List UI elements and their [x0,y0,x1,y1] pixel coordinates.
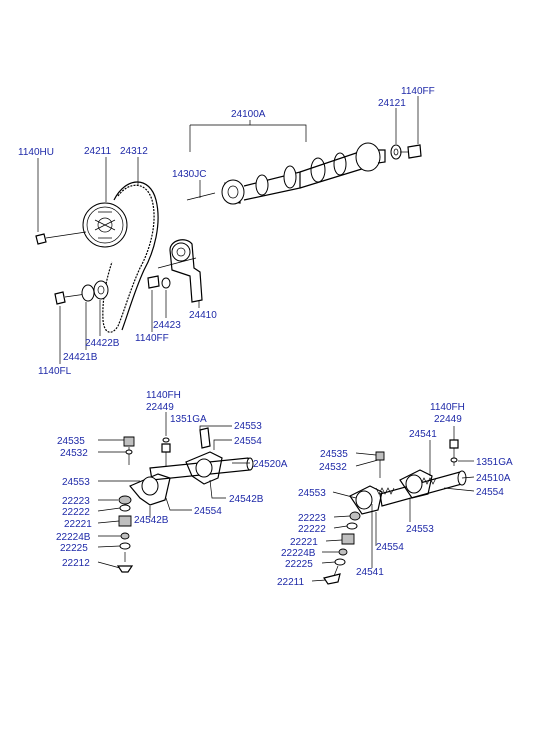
label-24211: 24211 [84,146,112,157]
label-left-24553-b: 24553 [62,477,90,488]
label-right-24554-b: 24554 [376,542,404,553]
camshaft-group [186,142,422,205]
label-right-22449: 22449 [434,414,462,425]
label-left-24520a: 24520A [253,459,288,470]
label-left-22221: 22221 [64,519,92,530]
label-left-24553-a: 24553 [234,421,262,432]
part-number-labels: 1140FF 24121 24100A 1430JC 1140HU 24211 … [18,86,513,588]
left-rocker-group [116,427,254,573]
label-right-22224b: 22224B [281,548,316,559]
label-left-24542b-right: 24542B [229,494,264,505]
label-right-22221: 22221 [290,537,318,548]
label-right-24535: 24535 [320,449,348,460]
label-left-22212: 22212 [62,558,90,569]
leader-lines [37,96,475,582]
label-left-24532: 24532 [60,448,88,459]
label-left-22449: 22449 [146,402,174,413]
label-right-24541-b: 24541 [356,567,384,578]
label-right-24510a: 24510A [476,473,511,484]
label-right-24541-a: 24541 [409,429,437,440]
label-24410: 24410 [189,310,217,321]
label-24121: 24121 [378,98,406,109]
label-right-22223: 22223 [298,513,326,524]
label-right-22225: 22225 [285,559,313,570]
label-left-24554-b: 24554 [194,506,222,517]
label-left-1351ga: 1351GA [170,414,207,425]
label-left-22225: 22225 [60,543,88,554]
label-right-24553-b: 24553 [406,524,434,535]
label-24312: 24312 [120,146,148,157]
label-24423: 24423 [153,320,181,331]
label-left-24535: 24535 [57,436,85,447]
label-24421b: 24421B [63,352,98,363]
label-right-24554-a: 24554 [476,487,504,498]
label-1140fl: 1140FL [38,366,72,377]
label-left-24542b-left: 24542B [134,515,169,526]
label-1140ff-mid: 1140FF [135,333,169,344]
label-left-22223: 22223 [62,496,90,507]
right-rocker-group [323,439,467,585]
label-right-24532: 24532 [319,462,347,473]
label-right-1351ga: 1351GA [476,457,513,468]
label-left-24554-a: 24554 [234,436,262,447]
label-left-22224b: 22224B [56,532,91,543]
label-right-1140fh: 1140FH [430,402,465,413]
label-right-22222: 22222 [298,524,326,535]
label-left-22222: 22222 [62,507,90,518]
label-1140hu: 1140HU [18,147,54,158]
label-1430jc: 1430JC [172,169,206,180]
label-right-24553-a: 24553 [298,488,326,499]
timing-belt-group [35,181,203,333]
label-right-22211: 22211 [277,577,305,588]
label-24100a: 24100A [231,109,266,120]
label-left-1140fh: 1140FH [146,390,181,401]
label-1140ff-top: 1140FF [401,86,435,97]
label-24422b: 24422B [85,338,120,349]
